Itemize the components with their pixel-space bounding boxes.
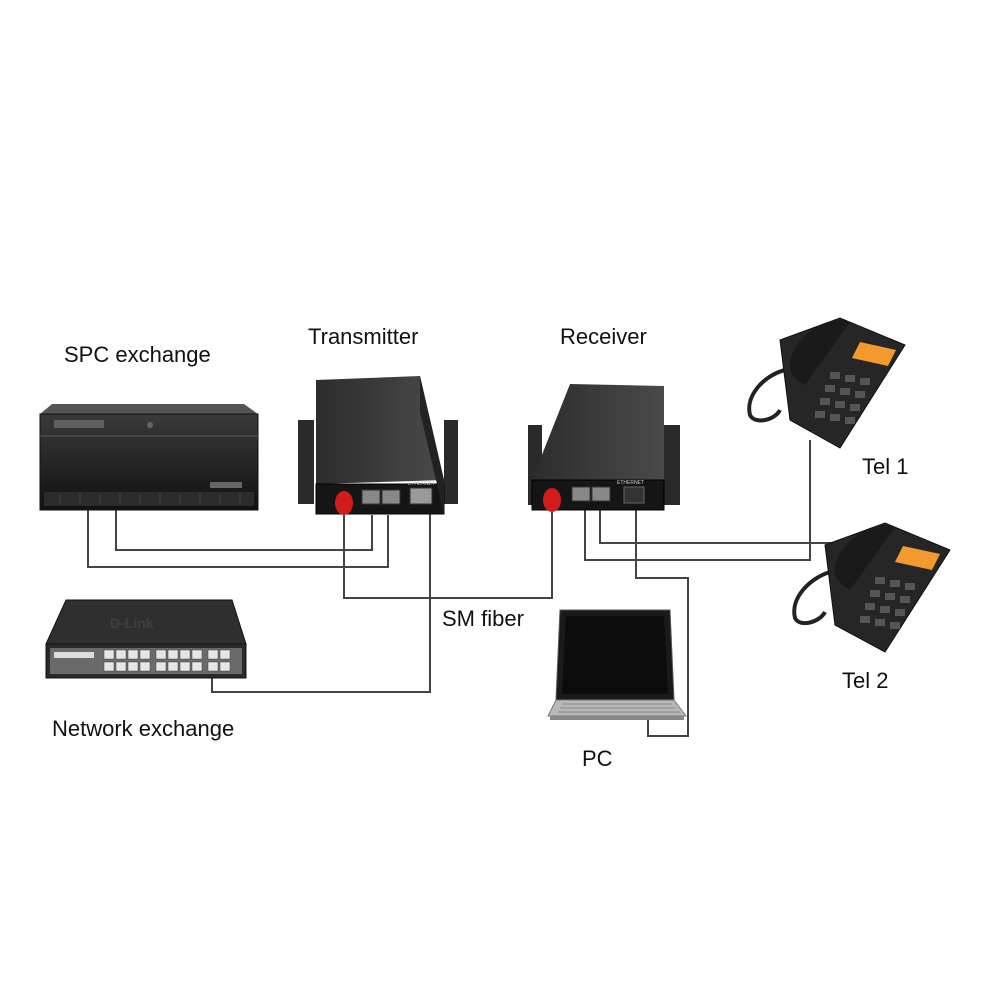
- cable-switch-to-transmitter: [211, 510, 431, 693]
- receiver-fiber-connector: [543, 488, 561, 512]
- receiver-ethernet-mark: ETHERNET: [617, 480, 644, 486]
- tel2-telephone: [792, 522, 951, 653]
- label-pc: PC: [582, 746, 613, 771]
- label-spc-exchange: SPC exchange: [64, 342, 211, 367]
- cable-receiver-to-tel1: [584, 440, 811, 561]
- label-sm-fiber: SM fiber: [442, 606, 524, 631]
- label-network-exchange: Network exchange: [52, 716, 235, 741]
- tel1-display: [852, 342, 896, 366]
- transmitter-device: ETHERNET: [298, 376, 458, 515]
- label-tel2: Tel 2: [842, 668, 889, 693]
- pc-laptop: [547, 609, 687, 720]
- cable-sm-fiber: [343, 512, 553, 599]
- spc-exchange-device: [39, 404, 259, 511]
- cable-receiver-to-tel2: [599, 508, 860, 544]
- cables: [87, 440, 860, 737]
- transmitter-ethernet-mark: ETHERNET: [408, 481, 435, 487]
- tel1-telephone: [747, 317, 906, 449]
- switch-brand-mark: D-Link: [110, 615, 154, 631]
- receiver-device: ETHERNET: [528, 384, 680, 512]
- network-switch-device: D-Link: [45, 599, 247, 679]
- transmitter-fiber-connector: [335, 491, 353, 515]
- label-transmitter: Transmitter: [308, 324, 419, 349]
- cable-receiver-to-pc: [635, 508, 689, 737]
- cable-spc-to-transmitter-2: [115, 500, 373, 551]
- tel2-display: [895, 546, 940, 570]
- cable-spc-to-transmitter-1: [87, 500, 389, 568]
- label-tel1: Tel 1: [862, 454, 909, 479]
- label-receiver: Receiver: [560, 324, 647, 349]
